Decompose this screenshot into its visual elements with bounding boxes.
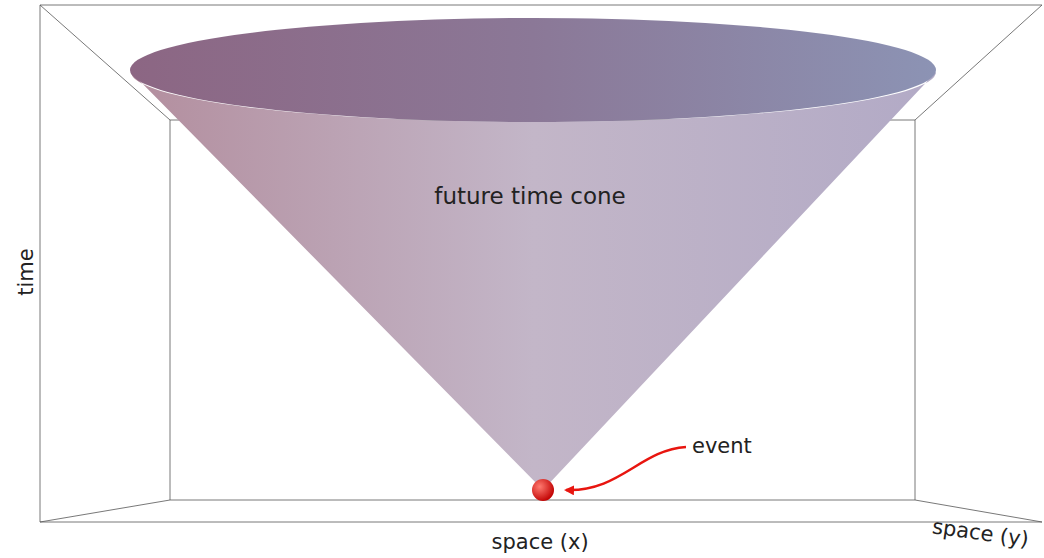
time-cone: future time cone: [128, 16, 940, 502]
callout-label: event: [692, 434, 752, 458]
cone-shape: [128, 16, 940, 502]
axis-label: space (y): [930, 514, 1030, 551]
leader-arrow: [566, 447, 686, 490]
cone-label: future time cone: [434, 183, 625, 209]
axis-label: space (x): [492, 530, 589, 554]
axis-label: time: [13, 248, 37, 295]
